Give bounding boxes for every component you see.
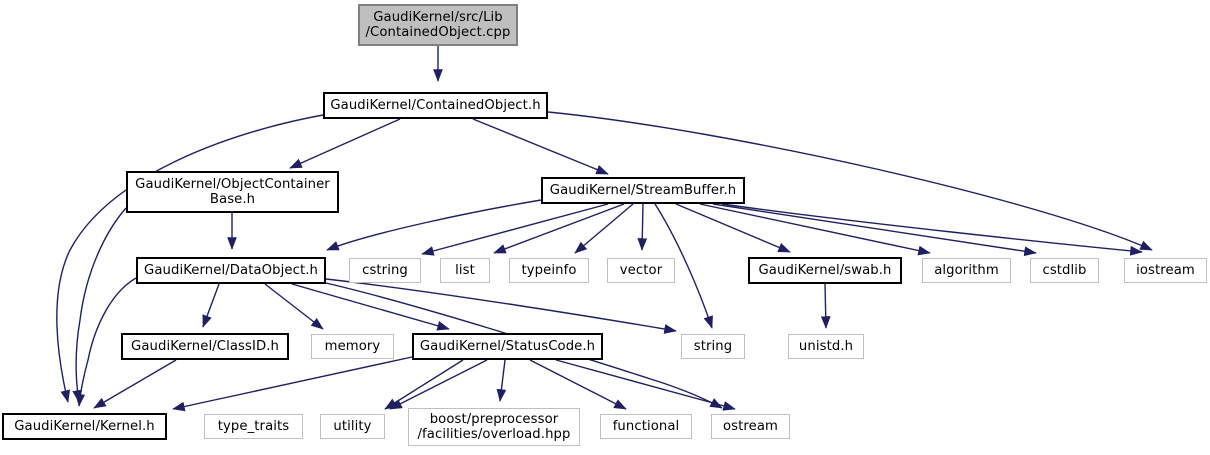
node-label-objcontbase: GaudiKernel/ObjectContainer Base.h xyxy=(135,176,330,208)
node-swab[interactable]: GaudiKernel/swab.h xyxy=(748,257,902,284)
node-root: GaudiKernel/src/Lib /ContainedObject.cpp xyxy=(358,4,518,46)
node-label-ostream: ostream xyxy=(723,418,778,434)
node-label-swab: GaudiKernel/swab.h xyxy=(758,262,892,278)
edge-streambuf-to-string xyxy=(654,203,713,329)
edge-statuscode-to-kernel xyxy=(172,356,413,412)
edge-dataobject-to-memory xyxy=(264,283,324,330)
node-contained[interactable]: GaudiKernel/ContainedObject.h xyxy=(323,92,548,119)
node-streambuf[interactable]: GaudiKernel/StreamBuffer.h xyxy=(541,177,745,204)
node-label-cstring: cstring xyxy=(362,262,408,278)
node-ostream[interactable]: ostream xyxy=(711,414,790,439)
node-label-iostream: iostream xyxy=(1136,262,1195,278)
edge-statuscode-to-boostpp xyxy=(496,359,507,402)
node-classid[interactable]: GaudiKernel/ClassID.h xyxy=(121,333,289,360)
node-kernel[interactable]: GaudiKernel/Kernel.h xyxy=(2,413,167,440)
edge-dataobject-to-classid xyxy=(202,283,220,328)
node-label-boostpp: boost/preprocessor /facilities/overload.… xyxy=(417,411,571,443)
node-label-dataobject: GaudiKernel/DataObject.h xyxy=(144,262,318,278)
edge-statuscode-to-utility xyxy=(389,359,488,410)
node-label-unistd: unistd.h xyxy=(798,338,854,354)
node-cstdlib[interactable]: cstdlib xyxy=(1030,258,1099,283)
node-label-statuscode: GaudiKernel/StatusCode.h xyxy=(419,338,596,354)
node-label-algorithm: algorithm xyxy=(934,262,999,278)
node-string[interactable]: string xyxy=(681,334,745,359)
node-memory[interactable]: memory xyxy=(311,334,394,359)
node-label-streambuf: GaudiKernel/StreamBuffer.h xyxy=(549,182,737,198)
node-utility[interactable]: utility xyxy=(320,414,385,439)
node-dataobject[interactable]: GaudiKernel/DataObject.h xyxy=(136,257,326,284)
node-statuscode[interactable]: GaudiKernel/StatusCode.h xyxy=(412,333,603,360)
edge-streambuf-to-list xyxy=(493,203,625,254)
edge-dataobject-to-kernel xyxy=(75,277,137,407)
node-functional[interactable]: functional xyxy=(600,414,692,439)
node-list[interactable]: list xyxy=(440,258,490,283)
edge-statuscode-to-ostream xyxy=(555,359,736,411)
edge-streambuf-to-typeinfo xyxy=(574,203,634,254)
node-unistd[interactable]: unistd.h xyxy=(788,334,864,359)
node-label-typetraits: type_traits xyxy=(217,418,290,434)
node-iostream[interactable]: iostream xyxy=(1124,258,1207,283)
edge-statuscode-to-typetraits xyxy=(384,359,464,410)
node-label-vector: vector xyxy=(619,262,663,278)
edge-streambuf-to-cstring xyxy=(421,203,609,256)
node-label-memory: memory xyxy=(324,338,381,354)
edge-streambuf-to-dataobject xyxy=(326,199,542,251)
edge-objcontbase-to-kernel xyxy=(72,207,127,403)
edge-streambuf-to-vector xyxy=(637,203,648,251)
edge-contained-to-kernel xyxy=(56,114,324,403)
node-label-cstdlib: cstdlib xyxy=(1042,262,1087,278)
edge-layer xyxy=(56,46,1153,412)
node-vector[interactable]: vector xyxy=(607,258,675,283)
node-label-root: GaudiKernel/src/Lib /ContainedObject.cpp xyxy=(365,9,511,41)
edge-swab-to-unistd xyxy=(820,283,831,329)
edge-classid-to-kernel xyxy=(93,359,177,409)
node-label-string: string xyxy=(693,338,733,354)
edge-streambuf-to-algorithm xyxy=(699,203,931,256)
edge-dataobject-to-ostream xyxy=(325,282,723,409)
node-label-utility: utility xyxy=(333,418,372,434)
node-label-kernel: GaudiKernel/Kernel.h xyxy=(14,418,155,434)
node-boostpp[interactable]: boost/preprocessor /facilities/overload.… xyxy=(408,408,580,446)
edge-contained-to-objcontbase xyxy=(289,118,401,169)
node-typeinfo[interactable]: typeinfo xyxy=(509,258,589,283)
node-label-contained: GaudiKernel/ContainedObject.h xyxy=(330,97,541,113)
node-label-functional: functional xyxy=(612,418,680,434)
node-objcontbase[interactable]: GaudiKernel/ObjectContainer Base.h xyxy=(126,171,339,213)
node-typetraits[interactable]: type_traits xyxy=(204,414,303,439)
edge-streambuf-to-swab xyxy=(675,203,791,253)
edge-streambuf-to-iostream xyxy=(721,203,1143,256)
edge-statuscode-to-functional xyxy=(529,359,627,410)
edge-contained-to-iostream xyxy=(547,111,1153,251)
node-label-typeinfo: typeinfo xyxy=(521,262,577,278)
edge-dataobject-to-string xyxy=(325,278,677,334)
node-label-classid: GaudiKernel/ClassID.h xyxy=(131,338,279,354)
node-cstring[interactable]: cstring xyxy=(349,258,421,283)
node-label-list: list xyxy=(455,262,475,278)
edge-streambuf-to-cstdlib xyxy=(712,203,1037,257)
node-algorithm[interactable]: algorithm xyxy=(922,258,1011,283)
edge-contained-to-streambuf xyxy=(472,118,609,175)
edge-dataobject-to-statuscode xyxy=(291,283,450,331)
